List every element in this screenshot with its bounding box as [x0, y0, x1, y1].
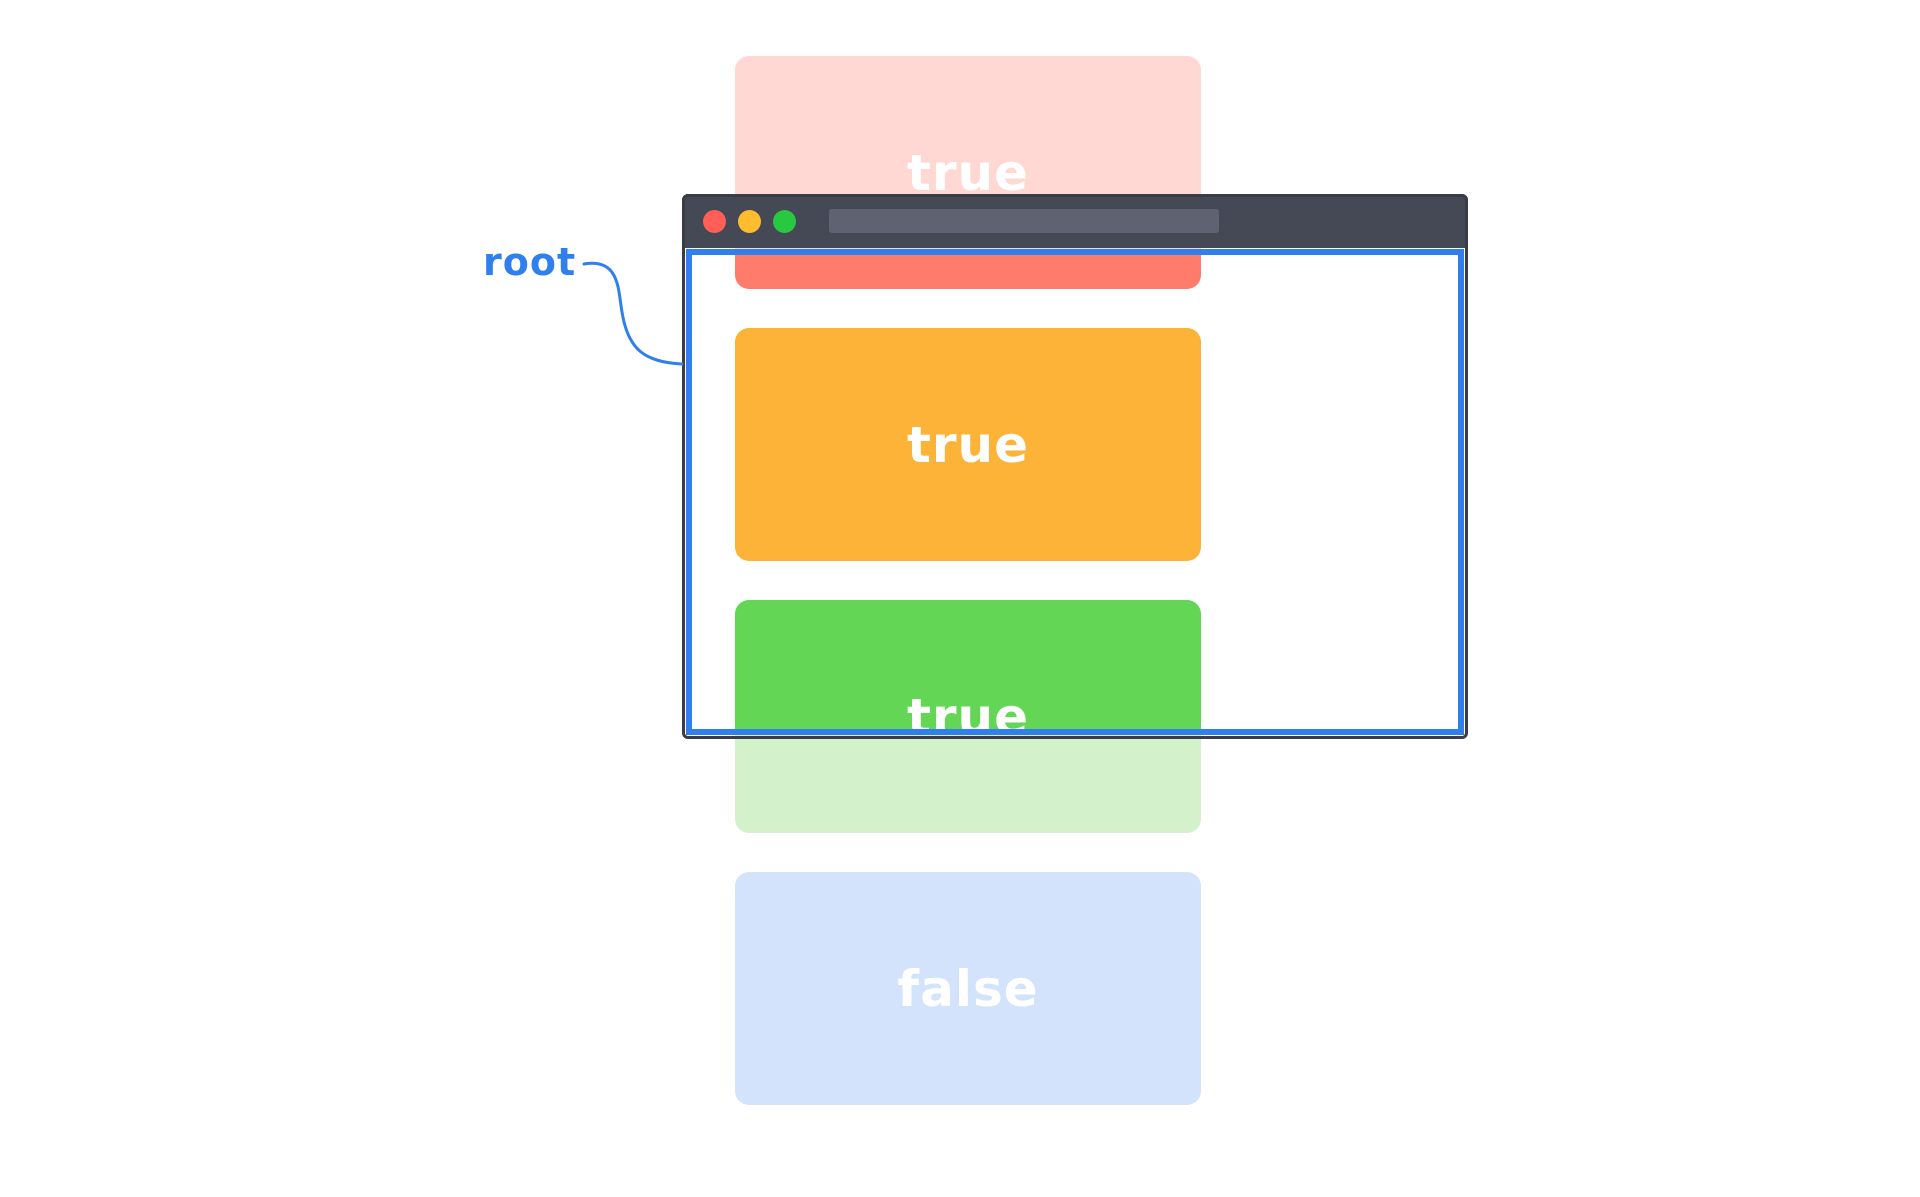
- browser-title-bar: [682, 194, 1468, 248]
- connector-path: [582, 261, 684, 366]
- root-annotation-label: root: [483, 240, 577, 284]
- card-2: true: [735, 328, 1201, 561]
- card-2-label: true: [906, 415, 1030, 474]
- root-viewport-clip: true true: [686, 249, 1464, 735]
- card-1-label-faded: true: [906, 143, 1030, 202]
- card-3-label: true: [906, 687, 1030, 736]
- address-bar[interactable]: [829, 209, 1219, 233]
- minimize-button[interactable]: [738, 210, 761, 233]
- card-1-visible-part: true: [735, 249, 1201, 289]
- card-4-label: false: [897, 959, 1039, 1018]
- card-4: false: [735, 872, 1201, 1105]
- close-button[interactable]: [703, 210, 726, 233]
- zoom-button[interactable]: [773, 210, 796, 233]
- card-3-visible-part: true: [735, 600, 1201, 735]
